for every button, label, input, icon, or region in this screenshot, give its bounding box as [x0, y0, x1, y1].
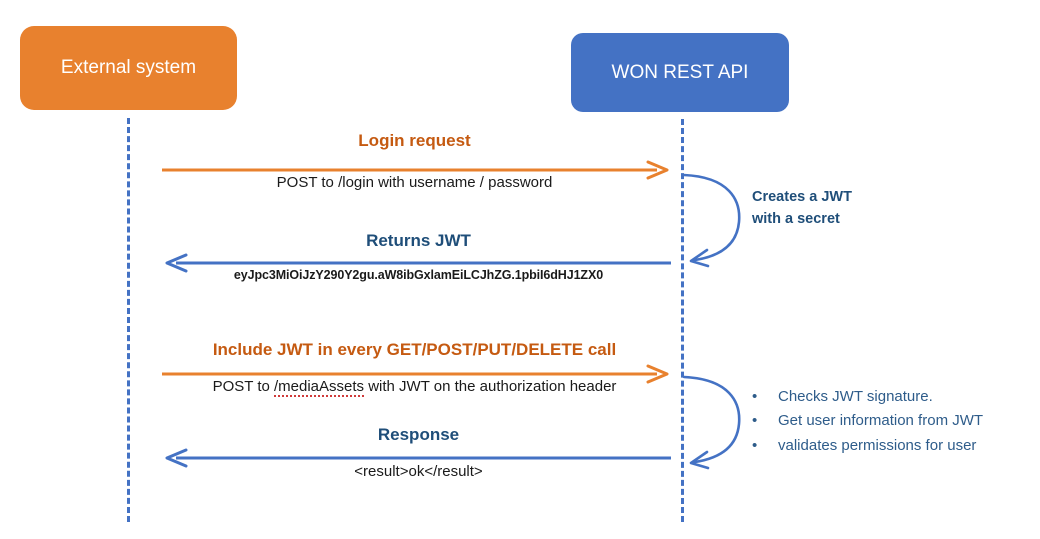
note-verifies-jwt-item-1: Checks JWT signature.	[778, 388, 933, 405]
note-verifies-jwt-list: • Checks JWT signature. • Get user infor…	[752, 385, 983, 458]
note-creates-jwt-line-2: with a secret	[752, 211, 840, 228]
message-response-subtitle: <result>ok</result>	[354, 463, 483, 480]
bullet-icon: •	[752, 412, 758, 430]
lifeline-external-system	[127, 118, 130, 522]
list-item: • Checks JWT signature.	[752, 385, 983, 409]
self-call-arc-creates-jwt	[682, 173, 741, 268]
arrow-include-jwt	[162, 364, 669, 384]
list-item: • Get user information from JWT	[752, 409, 983, 433]
lifeline-won-rest-api	[681, 119, 684, 522]
arrow-login-request	[162, 160, 669, 180]
message-include-jwt-title: Include JWT in every GET/POST/PUT/DELETE…	[212, 340, 617, 359]
message-include-jwt-subtitle-pre: POST to	[212, 378, 274, 395]
participant-external-system[interactable]: External system	[20, 26, 237, 110]
message-include-jwt-subtitle-post: with JWT on the authorization header	[364, 378, 617, 395]
note-creates-jwt: Creates a JWT with a secret	[752, 186, 852, 231]
message-include-jwt-subtitle: POST to /mediaAssets with JWT on the aut…	[162, 378, 667, 397]
note-creates-jwt-line-1: Creates a JWT	[752, 189, 852, 205]
participant-external-system-label: External system	[60, 57, 197, 78]
note-verifies-jwt-item-3: validates permissions for user	[778, 436, 977, 454]
participant-won-rest-api[interactable]: WON REST API	[571, 33, 789, 112]
list-item: • validates permissions for user	[752, 434, 983, 458]
message-response-title: Response	[377, 425, 460, 444]
message-returns-jwt-title: Returns JWT	[366, 231, 471, 250]
bullet-icon: •	[752, 436, 758, 454]
bullet-icon: •	[752, 388, 758, 405]
message-returns-jwt-subtitle: eyJpc3MiOiJzY290Y2gu.aW8ibGxlamEiLCJhZG.…	[233, 268, 604, 282]
note-verifies-jwt-item-2: Get user information from JWT	[778, 412, 984, 430]
participant-won-rest-api-label: WON REST API	[611, 61, 749, 83]
arrow-returns-jwt	[165, 253, 671, 273]
arrow-response	[165, 448, 671, 468]
message-login-request-title: Login request	[358, 131, 471, 150]
self-call-arc-verifies-jwt	[682, 375, 741, 470]
message-include-jwt-endpoint: /mediaAssets	[274, 378, 365, 397]
message-login-request-subtitle: POST to /login with username / password	[276, 174, 553, 191]
